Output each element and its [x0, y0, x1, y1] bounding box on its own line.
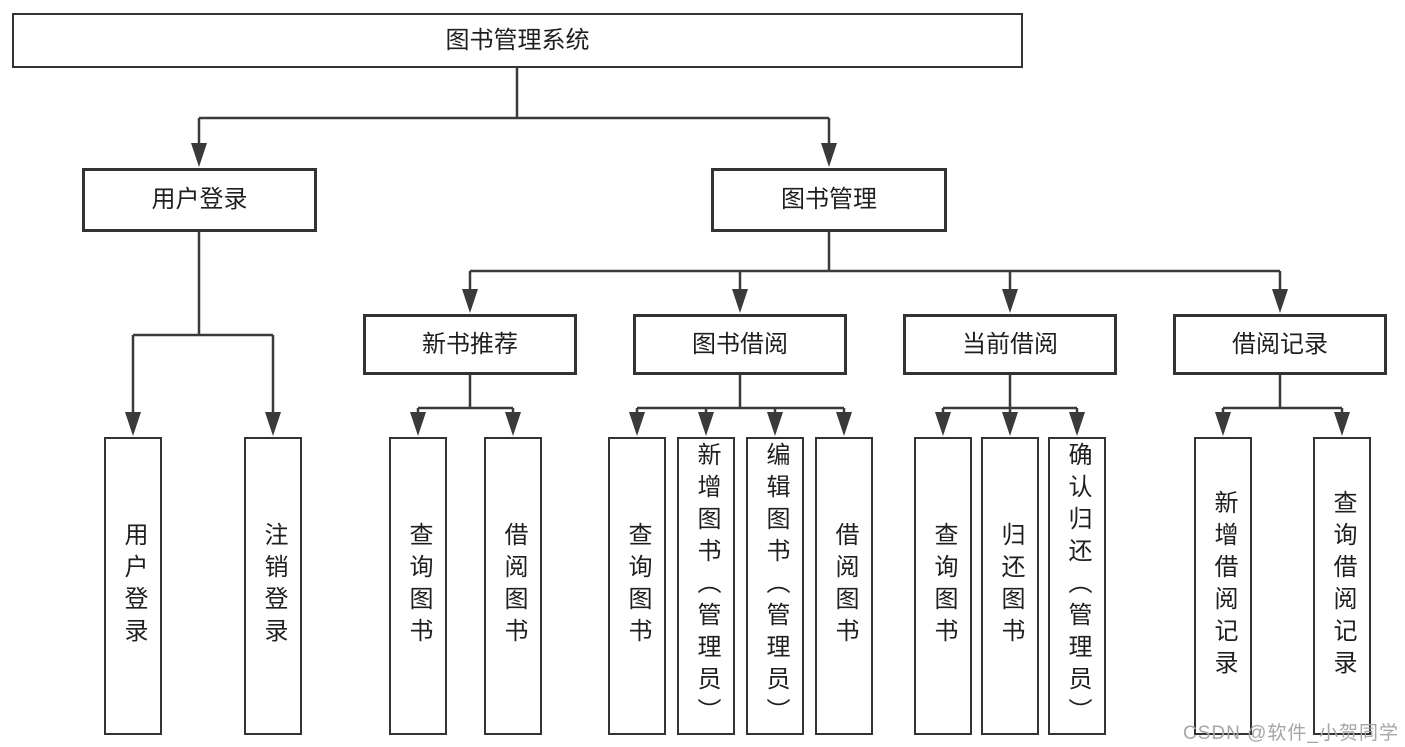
- leaf-add-book-admin: 新增图书（管理员）: [677, 437, 735, 735]
- leaf-query-book-recommend: 查询图书: [389, 437, 447, 735]
- node-current-borrow: 当前借阅: [903, 314, 1117, 375]
- leaf-user-login-label: 用户登录: [120, 522, 147, 650]
- leaf-return-book: 归还图书: [981, 437, 1039, 735]
- connector-user-login-to-leaves: [131, 232, 275, 414]
- leaf-query-book-borrow-label: 查询图书: [624, 522, 651, 650]
- node-book-borrow: 图书借阅: [633, 314, 847, 375]
- leaf-borrow-book: 借阅图书: [815, 437, 873, 735]
- leaf-logout-label: 注销登录: [260, 522, 287, 650]
- node-root-label: 图书管理系统: [445, 26, 590, 54]
- connector-new-book-recommend-to-leaves: [416, 375, 515, 414]
- leaf-logout: 注销登录: [244, 437, 302, 735]
- node-new-book-recommend: 新书推荐: [363, 314, 577, 375]
- leaf-query-borrow-record: 查询借阅记录: [1313, 437, 1371, 735]
- node-new-book-recommend-label: 新书推荐: [422, 330, 518, 358]
- leaf-return-book-label: 归还图书: [997, 522, 1024, 650]
- leaf-edit-book-admin-label: 编辑图书（管理员）: [762, 442, 789, 730]
- node-borrow-records-label: 借阅记录: [1232, 330, 1328, 358]
- connector-book-borrow-to-leaves: [635, 375, 846, 414]
- leaf-borrow-book-label: 借阅图书: [831, 522, 858, 650]
- connector-root-to-level2: [197, 68, 831, 146]
- leaf-query-book-recommend-label: 查询图书: [405, 522, 432, 650]
- node-book-management-label: 图书管理: [781, 186, 877, 213]
- leaf-confirm-return-admin-label: 确认归还（管理员）: [1064, 442, 1091, 730]
- node-user-login: 用户登录: [82, 168, 317, 232]
- node-borrow-records: 借阅记录: [1173, 314, 1387, 375]
- leaf-query-book-borrow: 查询图书: [608, 437, 666, 735]
- node-root: 图书管理系统: [12, 13, 1023, 68]
- leaf-edit-book-admin: 编辑图书（管理员）: [746, 437, 804, 735]
- connector-book-management-to-level3: [468, 230, 1282, 292]
- leaf-confirm-return-admin: 确认归还（管理员）: [1048, 437, 1106, 735]
- leaf-add-book-admin-label: 新增图书（管理员）: [693, 442, 720, 730]
- node-book-borrow-label: 图书借阅: [692, 330, 788, 358]
- leaf-add-borrow-record-label: 新增借阅记录: [1210, 490, 1237, 682]
- connector-borrow-records-to-leaves: [1221, 375, 1344, 414]
- node-book-management: 图书管理: [711, 168, 947, 232]
- csdn-watermark: CSDN @软件_小贺同学: [1183, 723, 1399, 744]
- leaf-borrow-book-recommend: 借阅图书: [484, 437, 542, 735]
- leaf-borrow-book-recommend-label: 借阅图书: [500, 522, 527, 650]
- connector-current-borrow-to-leaves: [941, 375, 1079, 414]
- node-current-borrow-label: 当前借阅: [962, 330, 1058, 358]
- leaf-user-login: 用户登录: [104, 437, 162, 735]
- leaf-query-book-current: 查询图书: [914, 437, 972, 735]
- leaf-query-book-current-label: 查询图书: [930, 522, 957, 650]
- node-user-login-label: 用户登录: [151, 186, 248, 213]
- arrowheads: [125, 143, 1350, 436]
- leaf-add-borrow-record: 新增借阅记录: [1194, 437, 1252, 735]
- leaf-query-borrow-record-label: 查询借阅记录: [1329, 490, 1356, 682]
